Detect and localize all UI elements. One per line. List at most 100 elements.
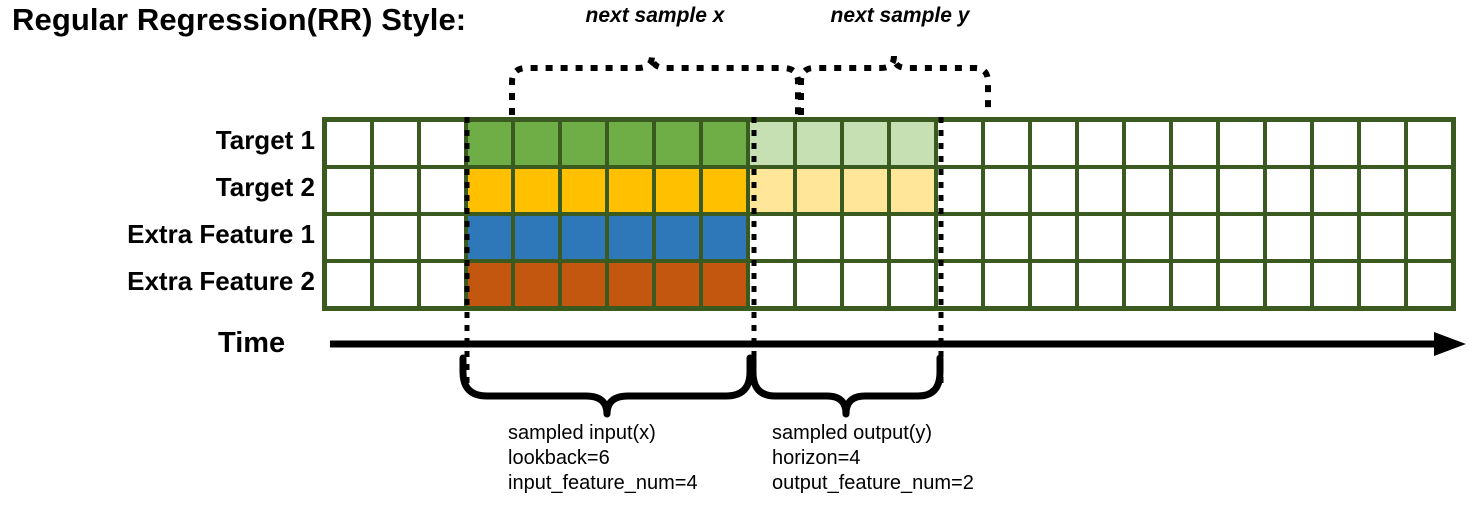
grid-cell-empty — [1267, 169, 1310, 212]
grid-cell-empty — [1220, 169, 1263, 212]
grid-cell-output — [844, 169, 887, 212]
brace-next-sample-x — [509, 55, 801, 115]
grid-cell-output — [750, 169, 793, 212]
grid-cell-empty — [374, 122, 417, 165]
grid-cell-input — [562, 263, 605, 306]
grid-cell-empty — [1079, 169, 1122, 212]
grid-cell-empty — [1126, 169, 1169, 212]
annotation-sampled-output: sampled output(y) horizon=4 output_featu… — [772, 421, 974, 496]
grid-cell-empty — [938, 122, 981, 165]
grid-cell-input — [703, 216, 746, 259]
grid-cell-empty — [938, 169, 981, 212]
grid-cell-empty — [1361, 169, 1404, 212]
grid-cell-output — [891, 122, 934, 165]
grid-cell-empty — [1267, 216, 1310, 259]
grid-cell-output — [844, 122, 887, 165]
grid-row — [327, 263, 1451, 306]
grid-cell-empty — [374, 263, 417, 306]
annotation-sampled-input: sampled input(x) lookback=6 input_featur… — [508, 421, 698, 496]
grid-cell-input — [609, 216, 652, 259]
grid-cell-input — [703, 263, 746, 306]
grid-cell-empty — [985, 122, 1028, 165]
grid-cell-empty — [985, 263, 1028, 306]
grid-cell-output — [891, 169, 934, 212]
grid-cell-empty — [985, 216, 1028, 259]
grid-row — [327, 122, 1451, 165]
grid-cell-input — [515, 169, 558, 212]
page-title: Regular Regression(RR) Style: — [12, 2, 467, 37]
grid-cell-empty — [1314, 169, 1357, 212]
grid-cell-input — [609, 263, 652, 306]
grid-cell-empty — [1173, 122, 1216, 165]
grid-cell-empty — [1126, 263, 1169, 306]
grid-cell-empty — [891, 216, 934, 259]
grid-cell-input — [562, 169, 605, 212]
annotation-output-title: sampled output(y) — [772, 422, 933, 444]
grid-cell-empty — [374, 169, 417, 212]
grid-cell-input — [562, 122, 605, 165]
grid-cell-empty — [844, 216, 887, 259]
top-brace-label-next-sample-y: next sample y — [830, 4, 970, 27]
grid-cell-empty — [985, 169, 1028, 212]
grid-cell-input — [468, 216, 511, 259]
grid-cell-empty — [1314, 263, 1357, 306]
grid-cell-empty — [1032, 122, 1075, 165]
grid-cell-input — [562, 216, 605, 259]
grid-cell-empty — [1173, 263, 1216, 306]
grid-cell-input — [703, 169, 746, 212]
grid-cell-input — [468, 263, 511, 306]
timeline-grid — [322, 117, 1456, 311]
grid-cell-empty — [421, 122, 464, 165]
row-label-extra-feature-1: Extra Feature 1 — [127, 219, 315, 249]
grid-cell-empty — [327, 263, 370, 306]
grid-cell-empty — [1408, 169, 1451, 212]
grid-cell-empty — [327, 122, 370, 165]
top-brace-group — [509, 55, 991, 115]
grid-cell-input — [515, 122, 558, 165]
annotation-input-lookback: lookback=6 — [508, 447, 610, 469]
grid-cell-empty — [1173, 169, 1216, 212]
grid-cell-input — [656, 169, 699, 212]
grid-cell-empty — [1079, 216, 1122, 259]
grid-cell-input — [515, 263, 558, 306]
grid-cell-empty — [1314, 216, 1357, 259]
annotation-input-title: sampled input(x) — [508, 422, 656, 444]
grid-cell-empty — [797, 216, 840, 259]
grid-cell-input — [609, 122, 652, 165]
grid-cell-empty — [1361, 122, 1404, 165]
time-axis-label: Time — [218, 327, 286, 359]
grid-cell-empty — [938, 216, 981, 259]
row-label-extra-feature-2: Extra Feature 2 — [127, 266, 315, 296]
grid-cell-empty — [1361, 263, 1404, 306]
grid-cell-empty — [891, 263, 934, 306]
grid-cell-output — [797, 169, 840, 212]
annotation-input-feature-num: input_feature_num=4 — [508, 472, 698, 494]
grid-cell-empty — [1126, 216, 1169, 259]
grid-cell-input — [468, 169, 511, 212]
grid-cell-empty — [750, 263, 793, 306]
grid-cell-input — [656, 122, 699, 165]
grid-cell-empty — [797, 263, 840, 306]
grid-cell-empty — [1032, 216, 1075, 259]
grid-cell-empty — [1408, 122, 1451, 165]
row-label-column: Target 1 Target 2 Extra Feature 1 Extra … — [10, 117, 315, 307]
grid-cell-empty — [374, 216, 417, 259]
grid-row — [327, 216, 1451, 259]
grid-cell-empty — [1079, 263, 1122, 306]
row-label-target-2: Target 2 — [215, 172, 315, 202]
grid-cell-empty — [844, 263, 887, 306]
grid-cell-empty — [327, 216, 370, 259]
grid-cell-input — [656, 216, 699, 259]
grid-cell-output — [750, 122, 793, 165]
grid-cell-empty — [1220, 122, 1263, 165]
row-label-target-1: Target 1 — [215, 125, 315, 155]
annotation-output-feature-num: output_feature_num=2 — [772, 472, 974, 494]
brace-sampled-output — [749, 354, 944, 418]
grid-cell-empty — [1314, 122, 1357, 165]
top-brace-label-next-sample-x: next sample x — [585, 4, 725, 27]
grid-cell-input — [609, 169, 652, 212]
grid-cell-empty — [1126, 122, 1169, 165]
grid-cell-empty — [1408, 263, 1451, 306]
